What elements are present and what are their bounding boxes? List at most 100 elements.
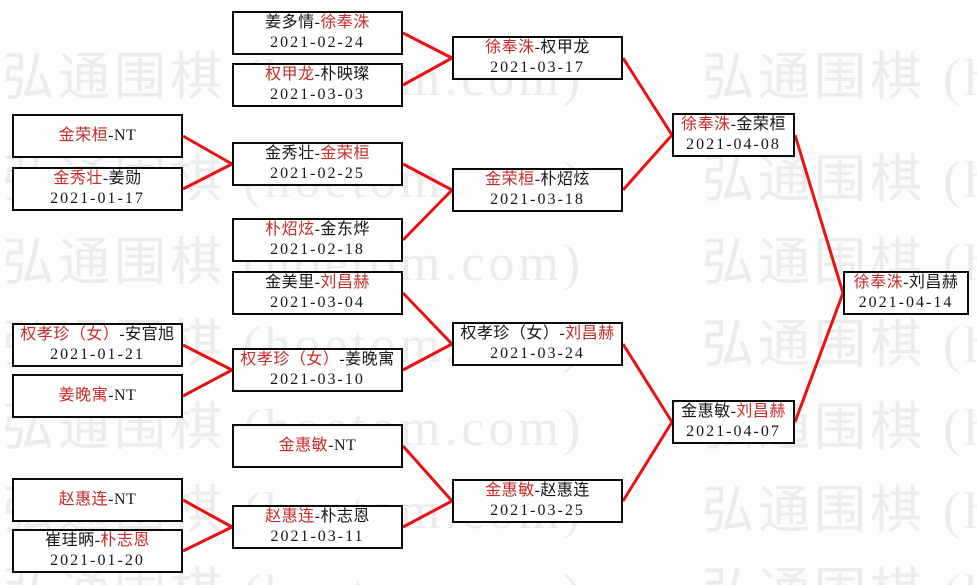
players-separator: - <box>339 351 346 368</box>
match-date: 2021-01-21 <box>50 346 145 363</box>
player: 金惠敏 <box>681 403 731 420</box>
match-r2m4: 朴炤炫-金东烨 2021-02-18 <box>232 218 403 262</box>
connector-line <box>402 56 453 87</box>
match-r4m1: 徐奉洙-金荣桓 2021-04-08 <box>672 113 795 157</box>
player: 刘昌赫 <box>908 274 959 291</box>
match-date: 2021-03-11 <box>270 528 365 545</box>
player: NT <box>114 491 137 508</box>
match-date: 2021-03-10 <box>270 371 365 388</box>
player: 安官旭 <box>125 326 175 343</box>
players-separator: - <box>314 508 321 525</box>
match-players: 赵惠连-朴志恩 <box>265 507 370 527</box>
player-winner: 金惠敏 <box>485 482 535 499</box>
match-date: 2021-03-18 <box>490 191 585 208</box>
match-r3m1: 徐奉洙-权甲龙 2021-03-17 <box>452 36 623 80</box>
watermark-text: 弘通围棋 (hoetom.com) <box>702 483 977 540</box>
player-winner: 赵惠连 <box>265 508 315 525</box>
player-winner: 刘昌赫 <box>736 403 786 420</box>
match-r1m3: 权孝珍（女）-安官旭 2021-01-21 <box>12 323 183 367</box>
match-r1m1: 金荣桓-NT <box>12 114 183 158</box>
players-separator: - <box>903 274 909 291</box>
match-date: 2021-04-08 <box>686 136 781 153</box>
match-r2m7: 金惠敏-NT <box>232 424 403 468</box>
connector-line <box>402 499 453 529</box>
connector-line <box>401 445 454 502</box>
connector-line <box>793 292 845 423</box>
match-r2m5: 金美里-刘昌赫 2021-03-04 <box>232 271 403 315</box>
players-separator: - <box>730 116 737 133</box>
match-players: 徐奉洙-刘昌赫 <box>854 273 959 293</box>
player-winner: 徐奉洙 <box>485 39 535 56</box>
player: 赵惠连 <box>540 482 590 499</box>
player: 金美里 <box>265 274 315 291</box>
match-players: 金惠敏-NT <box>279 436 357 456</box>
match-r2m3: 金秀壮-金荣桓 2021-02-25 <box>232 142 403 186</box>
player: 权甲龙 <box>540 39 590 56</box>
players-separator: - <box>108 491 114 508</box>
match-players: 金荣桓-NT <box>59 126 137 146</box>
connector-line <box>621 57 674 136</box>
player-winner: 权孝珍（女） <box>240 351 340 368</box>
watermark-text: 弘通围棋 (hoetom.com) <box>702 152 977 209</box>
match-players: 金荣桓-朴炤炫 <box>485 170 590 190</box>
player-winner: 徐奉洙 <box>853 274 904 291</box>
match-players: 权孝珍（女）-刘昌赫 <box>460 324 614 344</box>
match-players: 赵惠连-NT <box>59 490 137 510</box>
match-players: 金惠敏-刘昌赫 <box>681 402 786 422</box>
match-date: 2021-03-04 <box>270 294 365 311</box>
match-date: 2021-01-20 <box>50 552 145 569</box>
player-winner: 权甲龙 <box>265 66 315 83</box>
player-winner: 权孝珍（女） <box>20 326 120 343</box>
match-players: 金美里-刘昌赫 <box>265 273 370 293</box>
player: 权孝珍（女） <box>460 325 560 342</box>
connector-line <box>182 162 233 191</box>
connector-line <box>402 162 453 192</box>
match-r2m2: 权甲龙-朴映璨 2021-03-03 <box>232 63 403 107</box>
players-separator: - <box>314 274 321 291</box>
connector-line <box>401 291 454 346</box>
match-date: 2021-03-17 <box>490 59 585 76</box>
player-winner: 朴炤炫 <box>265 221 315 238</box>
player: 金东烨 <box>320 221 370 238</box>
player-winner: 刘昌赫 <box>565 325 615 342</box>
match-r1m4: 姜晚寓-NT <box>12 374 183 418</box>
match-players: 权甲龙-朴映璨 <box>265 65 370 85</box>
connector-line <box>182 134 233 166</box>
players-separator: - <box>108 127 114 144</box>
players-separator: - <box>314 221 321 238</box>
player: 姜晚寓 <box>345 351 395 368</box>
player: 朴志恩 <box>320 508 370 525</box>
match-players: 姜晚寓-NT <box>59 386 137 406</box>
players-separator: - <box>534 482 541 499</box>
match-date: 2021-04-14 <box>858 294 954 311</box>
match-date: 2021-02-18 <box>270 241 365 258</box>
match-date: 2021-01-17 <box>50 190 145 207</box>
match-date: 2021-03-24 <box>490 345 585 362</box>
players-separator: - <box>534 171 541 188</box>
match-players: 金秀壮-金荣桓 <box>265 144 370 164</box>
match-players: 崔珪昞-朴志恩 <box>45 531 150 551</box>
player: NT <box>334 437 357 454</box>
player-winner: 金荣桓 <box>320 145 370 162</box>
player-winner: 徐奉洙 <box>681 116 731 133</box>
match-r4m2: 金惠敏-刘昌赫 2021-04-07 <box>672 400 795 444</box>
match-players: 金惠敏-赵惠连 <box>485 481 590 501</box>
player-winner: 金荣桓 <box>485 171 535 188</box>
players-separator: - <box>102 170 109 187</box>
watermark-text: 弘通围棋 (hoetom.com) <box>702 550 977 585</box>
player-winner: 朴志恩 <box>100 532 150 549</box>
players-separator: - <box>108 387 114 404</box>
match-r1m6: 崔珪昞-朴志恩 2021-01-20 <box>12 529 183 573</box>
player-winner: 赵惠连 <box>58 491 109 508</box>
match-r1m2: 金秀壮-姜勋 2021-01-17 <box>12 167 183 211</box>
match-r1m5: 赵惠连-NT <box>12 478 183 522</box>
match-players: 金秀壮-姜勋 <box>53 169 141 189</box>
players-separator: - <box>730 403 737 420</box>
connector-line <box>182 343 233 372</box>
player: 金秀壮 <box>265 145 315 162</box>
player: 崔珪昞 <box>45 532 95 549</box>
match-r3m2: 金荣桓-朴炤炫 2021-03-18 <box>452 168 623 212</box>
watermark-text: 弘通围棋 (hoetom.com) <box>702 50 977 107</box>
match-r2m8: 赵惠连-朴志恩 2021-03-11 <box>232 505 403 549</box>
